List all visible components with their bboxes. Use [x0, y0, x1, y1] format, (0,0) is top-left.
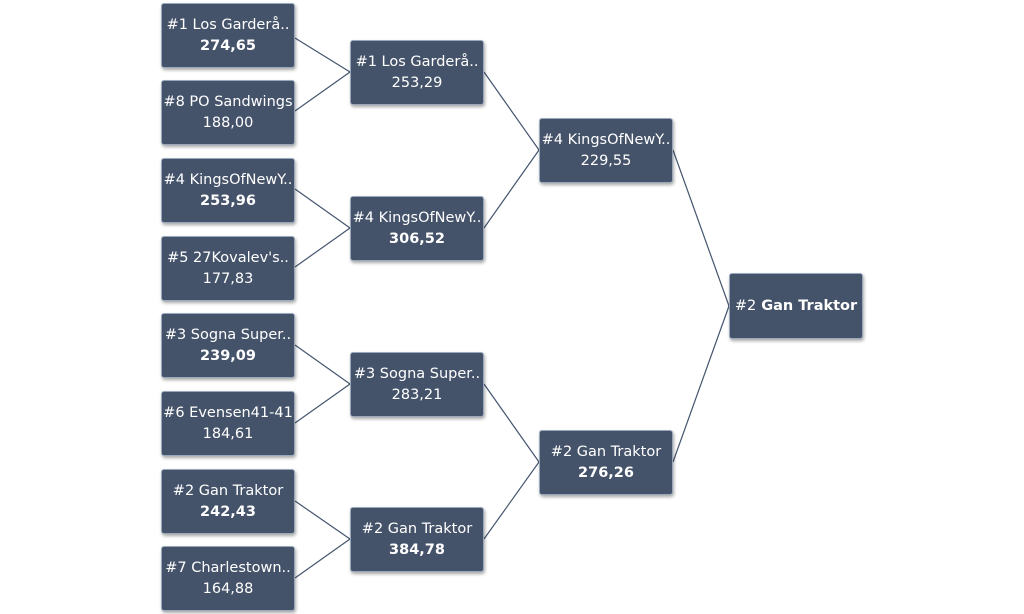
team-name: #4 KingsOfNewY..	[352, 209, 482, 226]
team-name: #4 KingsOfNewY..	[541, 131, 671, 148]
connector-line	[483, 149, 540, 229]
team-score: 253,29	[391, 75, 443, 91]
team-name: #6 Evensen41-41	[163, 404, 293, 421]
team-name: #3 Sogna Super..	[353, 365, 481, 382]
round1-match-1-team-1: #1 Los Garderå.. 274,65	[161, 3, 295, 68]
champion-team: Gan Traktor	[761, 298, 858, 314]
round2-match-1-team-2: #4 KingsOfNewY.. 306,52	[350, 196, 484, 261]
round1-match-2-team-2: #5 27Kovalev's.. 177,83	[161, 236, 295, 301]
round2-match-2-team-2: #2 Gan Traktor 384,78	[350, 507, 484, 572]
team-score: 274,65	[200, 38, 256, 54]
connector-line	[483, 71, 540, 151]
round1-match-1-team-2: #8 PO Sandwings 188,00	[161, 80, 295, 145]
round1-match-3-team-2: #6 Evensen41-41 184,61	[161, 391, 295, 456]
team-name: #3 Sogna Super..	[164, 326, 292, 343]
round1-match-4-team-2: #7 Charlestown.. 164,88	[161, 546, 295, 611]
champion-seed: #2	[734, 298, 757, 314]
connector-line	[294, 188, 351, 229]
connector-line	[294, 538, 351, 579]
team-score: 283,21	[391, 387, 443, 403]
connector-line	[294, 37, 351, 73]
team-score: 164,88	[202, 581, 254, 597]
connector-line	[483, 461, 540, 540]
connector-line	[294, 227, 351, 268]
team-name: #2 Gan Traktor	[550, 443, 662, 460]
round3-team-1: #4 KingsOfNewY.. 229,55	[539, 118, 673, 183]
team-name: #5 27Kovalev's..	[167, 249, 289, 266]
connector-line	[672, 149, 730, 307]
team-name: #4 KingsOfNewY..	[163, 171, 293, 188]
team-score: 384,78	[389, 542, 445, 558]
round1-match-2-team-1: #4 KingsOfNewY.. 253,96	[161, 158, 295, 223]
connector-line	[483, 383, 540, 463]
team-score: 276,26	[578, 465, 634, 481]
team-name: #2 Gan Traktor	[361, 520, 473, 537]
connector-line	[294, 71, 351, 112]
team-name: #7 Charlestown..	[165, 559, 291, 576]
team-score: 184,61	[202, 426, 254, 442]
team-score: 177,83	[202, 271, 254, 287]
team-score: 239,09	[200, 348, 256, 364]
round3-team-2: #2 Gan Traktor 276,26	[539, 430, 673, 495]
champion-box: #2 Gan Traktor	[729, 273, 863, 339]
round1-match-4-team-1: #2 Gan Traktor 242,43	[161, 469, 295, 534]
team-score: 188,00	[202, 115, 254, 131]
team-name: #8 PO Sandwings	[163, 93, 293, 110]
round2-match-2-team-1: #3 Sogna Super.. 283,21	[350, 352, 484, 417]
connector-line	[294, 383, 351, 424]
connector-line	[294, 344, 351, 385]
round2-match-1-team-1: #1 Los Garderå.. 253,29	[350, 40, 484, 105]
team-score: 253,96	[200, 193, 256, 209]
team-score: 229,55	[580, 153, 632, 169]
team-score: 242,43	[200, 504, 256, 520]
team-name: #1 Los Garderå..	[355, 53, 479, 70]
team-name: #2 Gan Traktor	[172, 482, 284, 499]
connector-line	[294, 500, 351, 540]
round1-match-3-team-1: #3 Sogna Super.. 239,09	[161, 313, 295, 378]
connector-line	[672, 305, 730, 463]
team-name: #1 Los Garderå..	[166, 16, 290, 33]
team-score: 306,52	[389, 231, 445, 247]
